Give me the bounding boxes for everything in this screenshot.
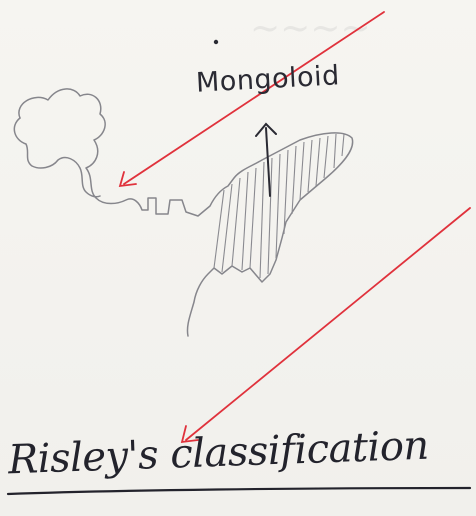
region-outline	[19, 89, 353, 336]
up-arrow-icon	[256, 124, 276, 196]
hatched-region	[214, 134, 344, 278]
heading-underline	[8, 488, 470, 494]
ink-dot	[214, 40, 218, 44]
region-outline-left	[14, 118, 100, 197]
